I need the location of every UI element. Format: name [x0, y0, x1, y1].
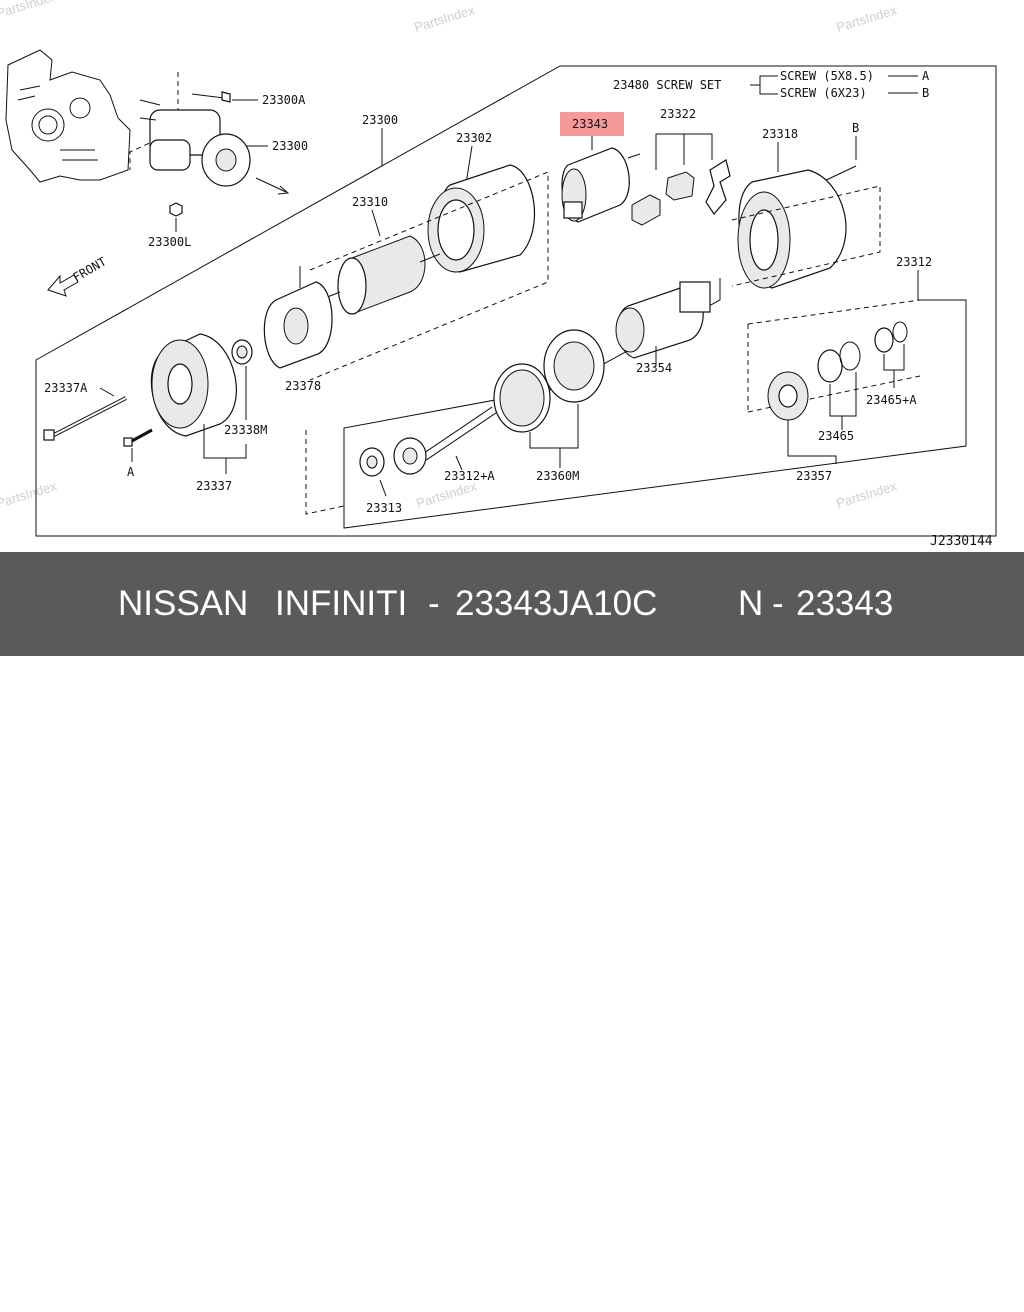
ref-screw-a: A: [922, 69, 930, 83]
starter-assembly-illustration: [129, 72, 290, 232]
brush-holder-part: [263, 266, 333, 369]
rear-cover-part: [737, 165, 857, 289]
watermark-bottom-center: PartsIndex: [414, 478, 478, 511]
label-23300-main[interactable]: 23300: [362, 113, 398, 127]
front-arrow-icon: [47, 274, 79, 297]
label-23313[interactable]: 23313: [366, 501, 402, 515]
label-23354[interactable]: 23354: [636, 361, 672, 375]
ref-b: B: [852, 121, 859, 135]
watermark-top-center: PartsIndex: [412, 2, 476, 35]
front-housing-part: [150, 333, 237, 437]
parts-diagram: PartsIndex PartsIndex PartsIndex PartsIn…: [0, 0, 997, 549]
label-23465A[interactable]: 23465+A: [866, 393, 917, 407]
watermark-bottom-left: PartsIndex: [0, 478, 59, 511]
label-screw-b[interactable]: SCREW (6X23): [780, 86, 867, 100]
ref-screw-b: B: [922, 86, 929, 100]
label-23312[interactable]: 23312: [896, 255, 932, 269]
footer-separator-2: -: [772, 584, 784, 623]
label-23357[interactable]: 23357: [796, 469, 832, 483]
screw-a-part: [123, 428, 153, 447]
footer-short-ref: N: [738, 584, 764, 623]
footer-short-number: 23343: [796, 584, 894, 623]
label-23465[interactable]: 23465: [818, 429, 854, 443]
label-23360M[interactable]: 23360M: [536, 469, 579, 483]
stopper-part: [359, 447, 385, 477]
main-outline: [35, 65, 997, 537]
footer-part-number: 23343JA10C: [455, 584, 658, 623]
front-label: FRONT: [71, 254, 109, 284]
label-23300A[interactable]: 23300A: [262, 93, 306, 107]
bushing-part: [231, 339, 253, 365]
label-23310[interactable]: 23310: [352, 195, 388, 209]
snap-ring-part: [817, 341, 861, 383]
watermark-bottom-right: PartsIndex: [834, 478, 898, 511]
brush-parts: [631, 159, 731, 226]
label-23337[interactable]: 23337: [196, 479, 232, 493]
planetary-gear-part: [493, 329, 605, 433]
footer-separator: -: [428, 584, 440, 623]
pinion-shaft-part: [393, 406, 497, 475]
footer-text: NISSAN INFINITI - 23343JA10C N - 23343: [0, 552, 1024, 656]
label-23337A[interactable]: 23337A: [44, 381, 88, 395]
pinion-gear-part: [767, 371, 809, 421]
stop-ring-part: [874, 321, 908, 353]
footer-brand-infiniti: INFINITI: [275, 584, 408, 623]
ref-a: A: [127, 465, 135, 479]
watermark-top-left: PartsIndex: [0, 0, 59, 21]
drive-housing-part: [615, 281, 711, 359]
solenoid-switch-part: [561, 147, 641, 223]
label-23318[interactable]: 23318: [762, 127, 798, 141]
label-23302[interactable]: 23302: [456, 131, 492, 145]
through-bolt-part: [43, 396, 127, 441]
footer-brand-nissan: NISSAN: [118, 584, 249, 623]
highlight-23343: [560, 112, 624, 136]
armature-part: [319, 235, 441, 315]
label-23378[interactable]: 23378: [285, 379, 321, 393]
engine-block-illustration: [5, 49, 131, 183]
label-23338M[interactable]: 23338M: [224, 423, 267, 437]
label-screw-set[interactable]: 23480 SCREW SET: [613, 78, 721, 92]
label-screw-a[interactable]: SCREW (5X8.5): [780, 69, 874, 83]
label-23300[interactable]: 23300: [272, 139, 308, 153]
label-23343[interactable]: 23343: [572, 117, 608, 131]
yoke-housing-part: [427, 164, 536, 273]
label-23300L[interactable]: 23300L: [148, 235, 191, 249]
diagram-code: J2330144: [930, 534, 993, 549]
watermark-top-right: PartsIndex: [834, 2, 898, 35]
label-23322[interactable]: 23322: [660, 107, 696, 121]
footer-bar: NISSAN INFINITI - 23343JA10C N - 23343: [0, 552, 1024, 656]
label-23312A[interactable]: 23312+A: [444, 469, 495, 483]
